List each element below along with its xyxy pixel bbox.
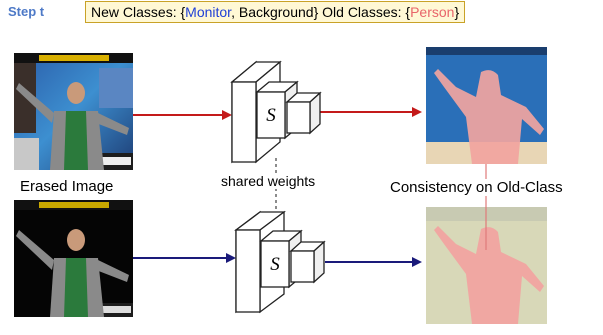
classes-close: }: [454, 4, 460, 20]
class-person: Person: [410, 4, 455, 20]
model-symbol-bottom: S: [270, 254, 280, 275]
shared-weights-label: shared weights: [221, 173, 316, 189]
model-symbol-top: S: [266, 105, 276, 126]
network-block-bottom: [234, 210, 326, 314]
network-block-top: [230, 60, 322, 164]
new-classes-prefix: New Classes: {: [91, 4, 186, 20]
class-monitor: Monitor: [185, 4, 232, 20]
output-image-top: [426, 47, 547, 164]
input-image-top: [14, 53, 133, 170]
erased-image-label: Erased Image: [20, 178, 114, 195]
erased-image: [14, 200, 133, 317]
step-label: Step t: [8, 4, 45, 19]
classes-separator: , Background} Old Classes: {: [231, 4, 411, 20]
consistency-label: Consistency on Old-Class: [390, 179, 563, 196]
class-legend: New Classes: {Monitor, Background} Old C…: [85, 1, 466, 23]
